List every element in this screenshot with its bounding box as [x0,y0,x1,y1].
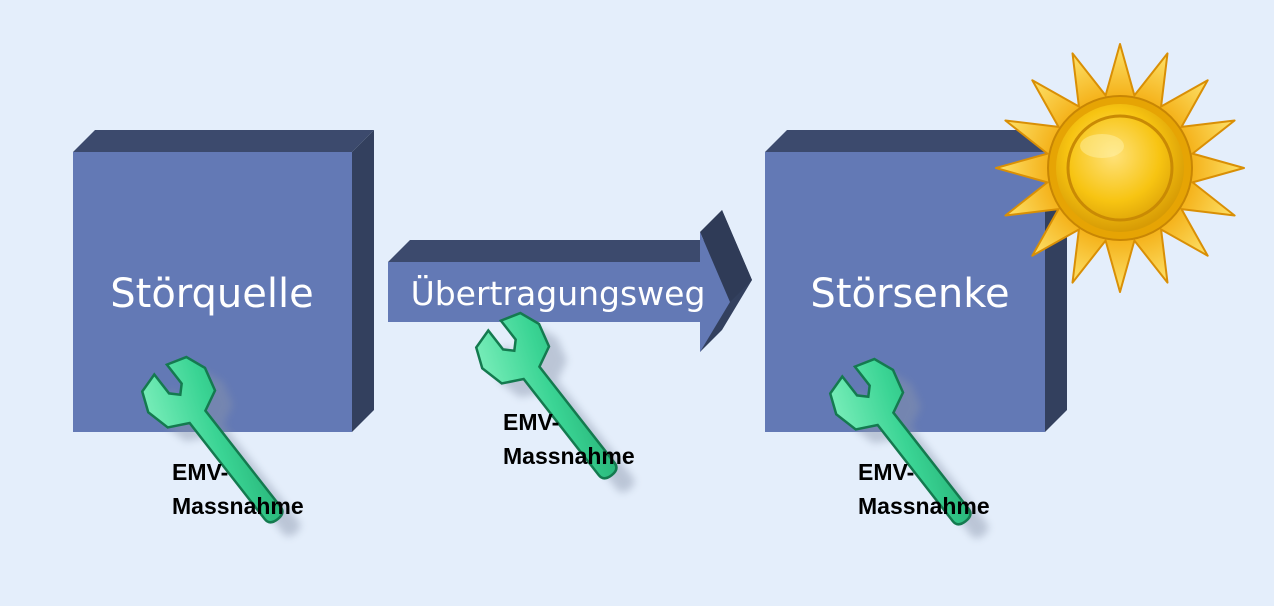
measure-label-source: EMV- Massnahme [172,455,304,523]
source-box-side [352,130,374,432]
path-arrow-front [388,232,730,352]
measure-label-line: Massnahme [172,493,304,519]
source-box-label: Störquelle [110,271,313,317]
measure-label-line: EMV- [503,409,560,435]
measure-label-line: EMV- [172,459,229,485]
measure-label-line: Massnahme [858,493,990,519]
measure-label-sink: EMV- Massnahme [858,455,990,523]
path-arrow-head-top [700,210,752,302]
sink-box-label: Störsenke [810,271,1009,317]
path-arrow-top [388,240,722,262]
path-arrow-label: Übertragungsweg [411,273,706,313]
sun-icon [995,43,1245,293]
source-box-top [73,130,374,152]
sink-box-top [765,130,1067,152]
measure-label-line: Massnahme [503,443,635,469]
sink-box: Störsenke [765,130,1067,432]
measure-label-path: EMV- Massnahme [503,405,635,473]
path-arrow: Übertragungsweg [388,210,752,352]
measure-label-line: EMV- [858,459,915,485]
